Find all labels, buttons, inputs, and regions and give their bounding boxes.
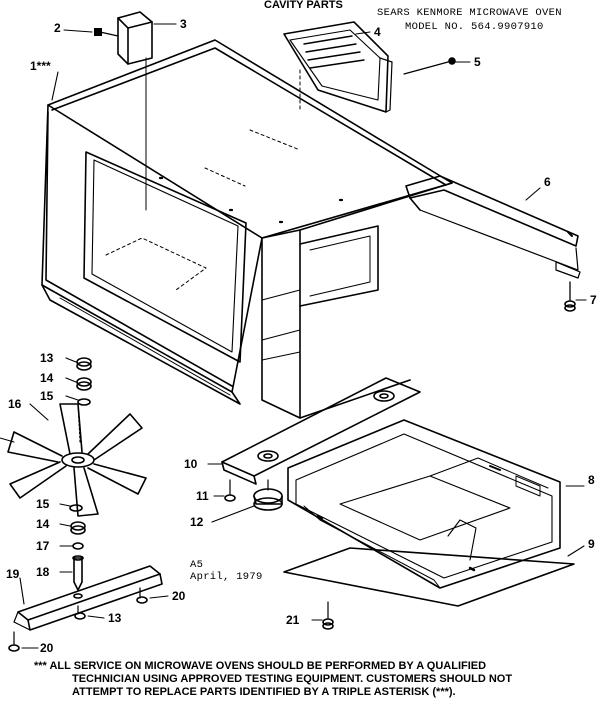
callout-12: 12 bbox=[190, 515, 204, 529]
callout-leader-lines bbox=[19, 23, 587, 649]
callout-3: 3 bbox=[180, 17, 187, 31]
callout-9: 9 bbox=[588, 537, 595, 551]
fan-bracket-part-19 bbox=[13, 565, 163, 631]
bracket-plate-part-10 bbox=[221, 377, 421, 485]
model-line-1: SEARS KENMORE MICROWAVE OVEN bbox=[377, 7, 562, 19]
callout-14-top: 14 bbox=[40, 371, 54, 385]
bottom-tray-part-8 bbox=[287, 419, 561, 589]
callout-15-top: 15 bbox=[40, 389, 54, 403]
callout-10: 10 bbox=[184, 457, 198, 471]
model-line-2: MODEL NO. 564.9907910 bbox=[405, 21, 544, 33]
callout-17: 17 bbox=[36, 539, 50, 553]
screws-part-20-13 bbox=[8, 587, 148, 652]
callout-16: 16 bbox=[8, 397, 22, 411]
rail-part-6 bbox=[405, 175, 581, 279]
service-warning-line-3: ATTEMPT TO REPLACE PARTS IDENTIFIED BY A… bbox=[72, 686, 456, 698]
motor-part-12 bbox=[253, 479, 283, 511]
screw-part-7 bbox=[564, 281, 576, 312]
service-warning-line-2: TECHNICIAN USING APPROVED TESTING EQUIPM… bbox=[72, 673, 513, 685]
fan-assembly bbox=[0, 357, 147, 591]
callout-6: 6 bbox=[544, 175, 551, 189]
callout-19: 19 bbox=[6, 567, 20, 581]
callout-1: 1*** bbox=[30, 59, 51, 73]
screw-part-11 bbox=[224, 479, 236, 502]
interlock-box-part-3 bbox=[94, 11, 153, 65]
callout-8: 8 bbox=[588, 473, 595, 487]
section-title: CAVITY PARTS bbox=[264, 0, 343, 11]
vent-part-4 bbox=[283, 21, 393, 113]
callout-13-bottom: 13 bbox=[108, 611, 122, 625]
oven-cavity-part-1 bbox=[41, 39, 453, 419]
callout-21: 21 bbox=[286, 613, 300, 627]
revision-date: April, 1979 bbox=[190, 571, 263, 583]
callout-15-bottom: 15 bbox=[36, 497, 50, 511]
bottom-sheet-part-9 bbox=[283, 547, 575, 607]
callout-14-bottom: 14 bbox=[36, 517, 50, 531]
callout-4: 4 bbox=[374, 25, 381, 39]
screw-part-5 bbox=[403, 57, 456, 75]
callout-18: 18 bbox=[36, 565, 50, 579]
callout-20-right: 20 bbox=[172, 589, 186, 603]
callout-2: 2 bbox=[54, 21, 61, 35]
service-warning-line-1: *** ALL SERVICE ON MICROWAVE OVENS SHOUL… bbox=[34, 660, 487, 672]
screw-part-21 bbox=[322, 601, 334, 630]
callout-20-left: 20 bbox=[40, 641, 54, 655]
revision-code: A5 bbox=[190, 559, 204, 571]
callout-7: 7 bbox=[590, 293, 597, 307]
callout-13-top: 13 bbox=[40, 351, 54, 365]
callout-5: 5 bbox=[474, 55, 481, 69]
callout-11: 11 bbox=[196, 489, 209, 503]
